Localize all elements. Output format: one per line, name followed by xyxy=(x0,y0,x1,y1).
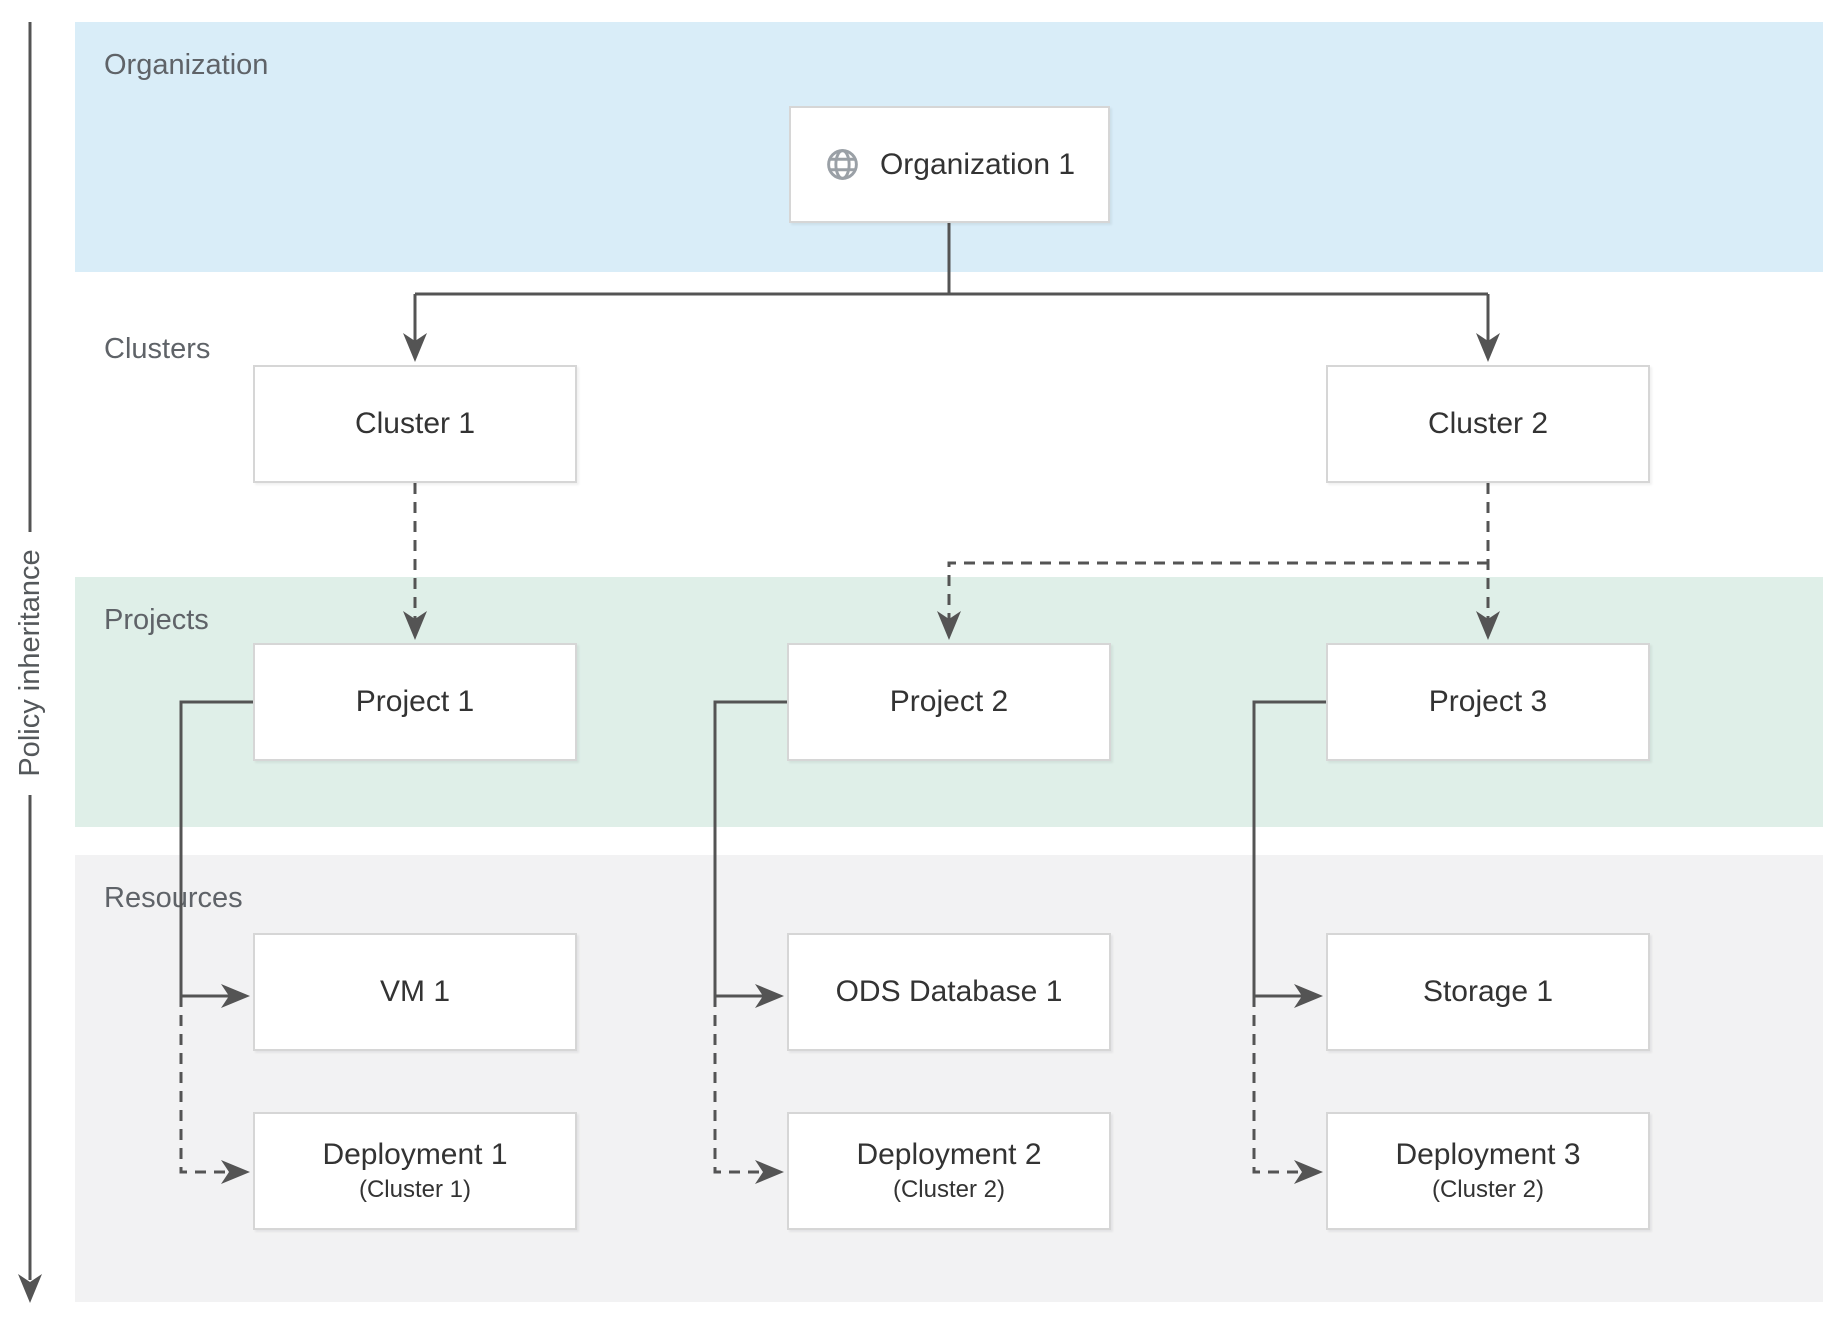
node-label: VM 1 xyxy=(379,975,451,1008)
policy-axis-arrowhead xyxy=(18,1274,42,1303)
edge-project2-deployment2-arrow xyxy=(755,1160,784,1184)
edge-organization1-cluster2-arrow xyxy=(1476,333,1500,362)
node-label: Storage 1 xyxy=(1422,975,1554,1008)
node-deployment-2: Deployment 2 (Cluster 2) xyxy=(787,1112,1111,1230)
edge-project3-deployment3 xyxy=(1252,996,1302,1174)
node-label: Organization 1 xyxy=(879,147,1076,181)
edge-project2-deployment2 xyxy=(713,996,763,1174)
node-label: Cluster 2 xyxy=(1427,407,1549,440)
edge-project1-vm1 xyxy=(179,700,253,998)
node-ods-database-1: ODS Database 1 xyxy=(787,933,1111,1051)
edge-project3-deployment3-arrow xyxy=(1294,1160,1323,1184)
edge-organization1-cluster1-arrow xyxy=(403,333,427,362)
edge-project1-deployment1-arrow xyxy=(221,1160,250,1184)
node-label: Project 3 xyxy=(1428,685,1548,718)
edge-project3-storage1 xyxy=(1252,700,1326,998)
edge-cluster1-project1-arrow xyxy=(403,611,427,640)
edge-cluster2-project3-arrow xyxy=(1476,611,1500,640)
edge-project1-vm1-arrow xyxy=(221,984,250,1008)
node-project-3: Project 3 xyxy=(1326,643,1650,761)
policy-inheritance-label: Policy inheritance xyxy=(14,549,46,777)
node-label: Cluster 1 xyxy=(354,407,476,440)
edge-cluster2-project2 xyxy=(947,561,1488,620)
edge-cluster2-project2-arrow xyxy=(937,611,961,640)
edge-project3-storage1-arrow xyxy=(1294,984,1323,1008)
node-storage-1: Storage 1 xyxy=(1326,933,1650,1051)
edge-project2-odsDatabase1-arrow xyxy=(755,984,784,1008)
edge-project1-deployment1 xyxy=(179,996,229,1174)
node-deployment-1: Deployment 1 (Cluster 1) xyxy=(253,1112,577,1230)
band-label-organization: Organization xyxy=(104,49,269,81)
node-label: Deployment 2 xyxy=(856,1138,1042,1171)
node-sublabel: (Cluster 1) xyxy=(358,1176,472,1203)
node-organization-1: Organization 1 xyxy=(789,106,1110,223)
node-sublabel: (Cluster 2) xyxy=(892,1176,1006,1203)
node-label: Deployment 1 xyxy=(322,1138,508,1171)
band-label-resources: Resources xyxy=(104,882,243,914)
node-project-1: Project 1 xyxy=(253,643,577,761)
node-label: Project 2 xyxy=(889,685,1009,718)
node-cluster-1: Cluster 1 xyxy=(253,365,577,483)
edge-project2-odsDatabase1 xyxy=(713,700,787,998)
band-label-projects: Projects xyxy=(104,604,209,636)
node-label: Project 1 xyxy=(355,685,475,718)
node-sublabel: (Cluster 2) xyxy=(1431,1176,1545,1203)
globe-icon xyxy=(824,146,861,183)
node-vm-1: VM 1 xyxy=(253,933,577,1051)
band-label-clusters: Clusters xyxy=(104,333,211,365)
node-deployment-3: Deployment 3 (Cluster 2) xyxy=(1326,1112,1650,1230)
node-cluster-2: Cluster 2 xyxy=(1326,365,1650,483)
node-project-2: Project 2 xyxy=(787,643,1111,761)
node-label: ODS Database 1 xyxy=(835,975,1063,1008)
node-label: Deployment 3 xyxy=(1395,1138,1581,1171)
